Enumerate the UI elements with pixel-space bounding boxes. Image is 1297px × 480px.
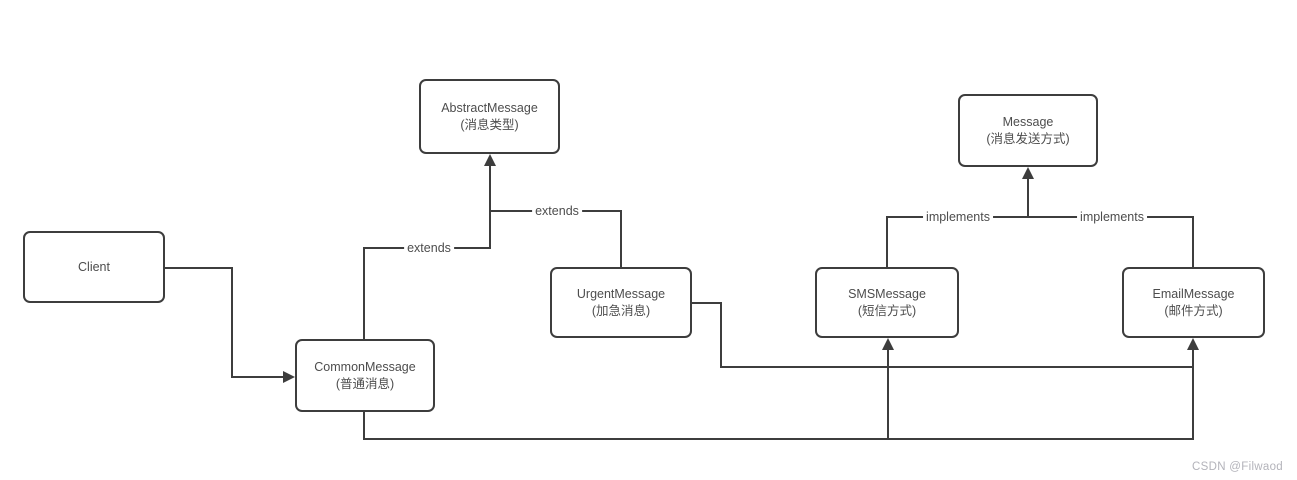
class-name: Message	[1002, 115, 1054, 130]
csdn-watermark: CSDN @Filwaod	[1192, 461, 1283, 473]
class-subtitle: (短信方式)	[857, 303, 917, 318]
edge-client-to-common	[165, 267, 283, 378]
arrowhead-into-message	[1022, 167, 1034, 179]
edge-label-extends-urgent: extends	[532, 204, 582, 218]
class-subtitle: (邮件方式)	[1164, 303, 1223, 318]
class-name: EmailMessage	[1152, 287, 1235, 302]
edge-label-implements-sms: implements	[923, 210, 993, 224]
edge-label-extends-common: extends	[404, 241, 454, 255]
edge-label-implements-email: implements	[1077, 210, 1147, 224]
class-name: UrgentMessage	[576, 287, 666, 302]
edge-urgent-to-abstract	[490, 210, 622, 267]
class-node-common-message: CommonMessage (普通消息)	[295, 339, 435, 412]
arrowhead-into-abstract	[484, 154, 496, 166]
edge-urgent-to-email	[692, 302, 1192, 368]
class-subtitle: (加急消息)	[591, 303, 651, 318]
class-name: AbstractMessage	[441, 101, 538, 116]
class-name: Client	[78, 259, 110, 274]
edge-email-to-message	[1028, 216, 1194, 267]
class-node-sms-message: SMSMessage (短信方式)	[815, 267, 959, 338]
class-node-client: Client	[23, 231, 165, 303]
class-node-urgent-message: UrgentMessage (加急消息)	[550, 267, 692, 338]
class-node-email-message: EmailMessage (邮件方式)	[1122, 267, 1265, 338]
class-subtitle: (普通消息)	[335, 376, 395, 391]
arrowhead-into-sms	[882, 338, 894, 350]
class-name: CommonMessage	[314, 360, 416, 375]
edge-common-to-email	[363, 349, 1194, 440]
class-subtitle: (消息类型)	[460, 117, 519, 132]
class-node-abstract-message: AbstractMessage (消息类型)	[419, 79, 560, 154]
class-node-message: Message (消息发送方式)	[958, 94, 1098, 167]
arrowhead-into-common	[283, 371, 295, 383]
arrowhead-into-email	[1187, 338, 1199, 350]
class-subtitle: (消息发送方式)	[986, 131, 1070, 146]
class-name: SMSMessage	[848, 287, 926, 302]
